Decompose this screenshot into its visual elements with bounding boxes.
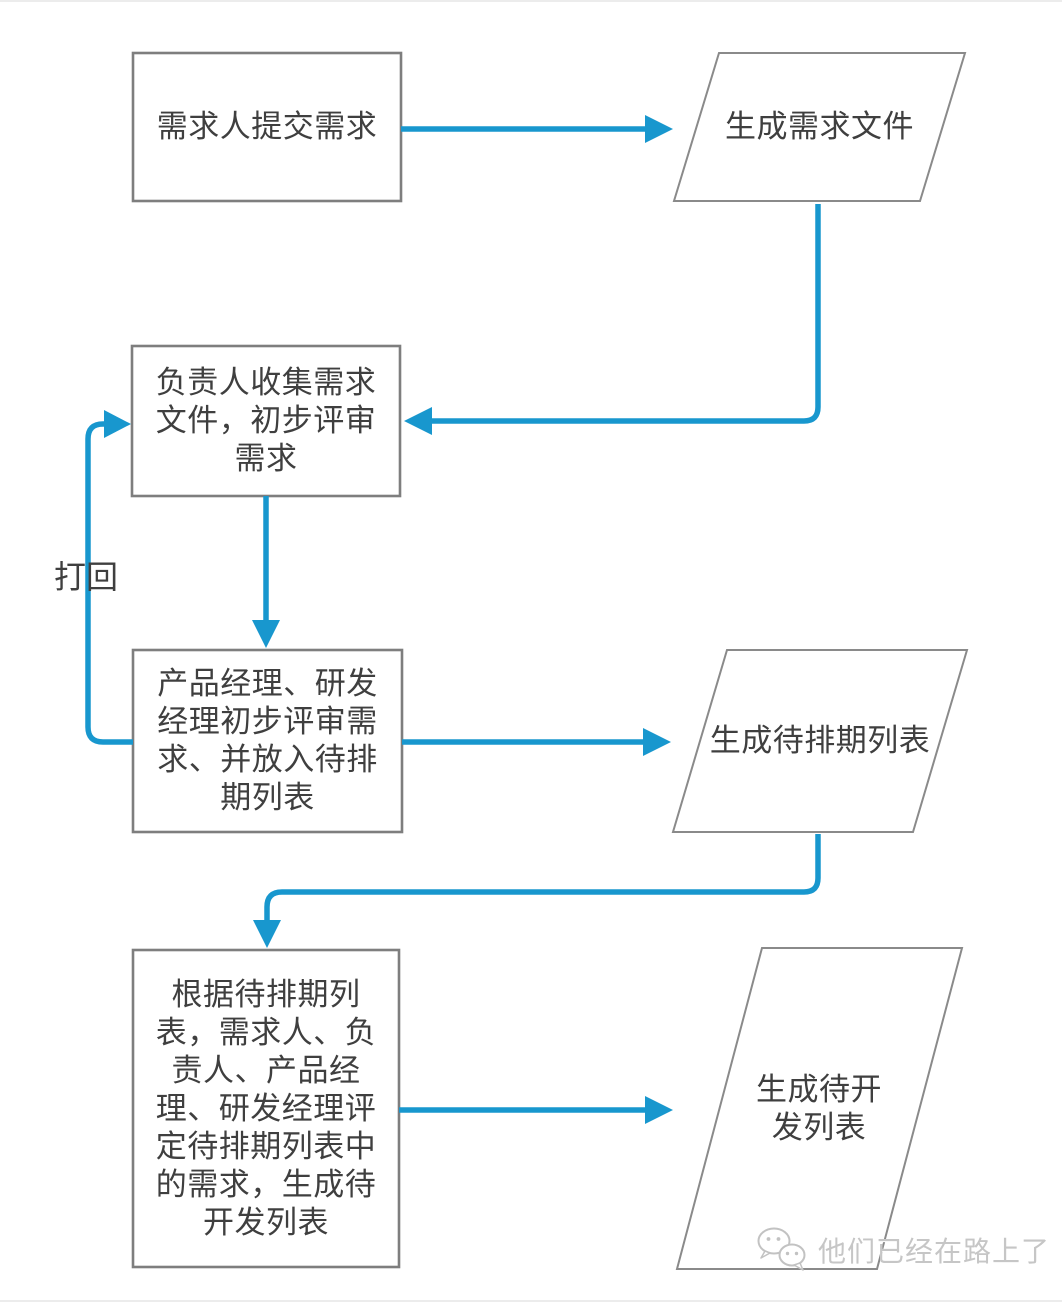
process-box-collect	[130, 344, 402, 498]
arrowhead-into-reqdoc	[645, 115, 673, 143]
data-parallelogram-schedule	[671, 649, 969, 833]
connector-review-reject-to-collect	[85, 421, 133, 745]
connector-reqdoc-to-collect	[430, 204, 821, 424]
process-box-evaluate	[131, 948, 401, 1269]
arrowhead-into-collect-left	[104, 410, 131, 438]
data-parallelogram-devlist	[675, 947, 964, 1270]
arrowhead-into-review	[252, 620, 280, 648]
process-box-review	[131, 648, 404, 834]
arrowheads	[104, 115, 673, 1124]
arrowhead-into-evaluate	[253, 920, 281, 948]
connector-lines	[85, 126, 821, 1113]
connector-schedule-to-evaluate	[264, 834, 821, 922]
arrowhead-into-schedule	[643, 728, 671, 756]
arrowhead-into-devlist	[645, 1096, 673, 1124]
data-parallelogram-reqdoc	[672, 52, 967, 202]
process-box-submit	[131, 51, 403, 203]
arrowhead-into-collect-right	[404, 407, 432, 435]
